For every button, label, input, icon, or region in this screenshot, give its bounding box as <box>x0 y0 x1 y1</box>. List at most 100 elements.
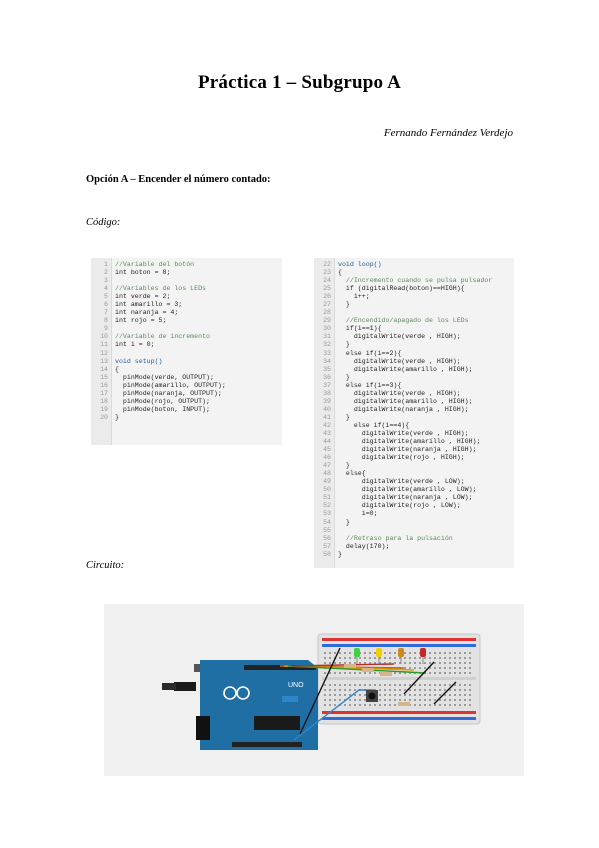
line-number: 32 <box>323 341 331 349</box>
line-number: 39 <box>323 397 331 405</box>
line-number: 48 <box>323 470 331 478</box>
line-number: 35 <box>323 365 331 373</box>
code-text: delay(170); <box>338 542 390 550</box>
line-number: 29 <box>323 317 331 325</box>
code-line: 13 void setup() <box>91 358 282 366</box>
led <box>354 648 360 664</box>
code-text: pinMode(rojo, OUTPUT); <box>115 397 210 405</box>
code-line: 20} <box>91 414 282 422</box>
line-number: 16 <box>100 381 108 389</box>
line-number: 46 <box>323 454 331 462</box>
line-number: 45 <box>323 446 331 454</box>
code-line: 32 } <box>314 341 514 349</box>
line-number: 38 <box>323 389 331 397</box>
line-number: 8 <box>104 317 108 325</box>
line-number: 50 <box>323 486 331 494</box>
line-number: 49 <box>323 478 331 486</box>
code-line: 1 //Variable del botón <box>91 261 282 269</box>
line-number: 2 <box>104 269 108 277</box>
code-line: 19 pinMode(boton, INPUT); <box>91 406 282 414</box>
code-text: digitalWrite(naranja , HIGH); <box>338 446 477 454</box>
resistors <box>344 664 410 706</box>
code-text: pinMode(boton, INPUT); <box>115 405 210 413</box>
code-text: digitalWrite(naranja , HIGH); <box>338 405 469 413</box>
led <box>420 648 426 664</box>
code-text: digitalWrite(rojo , HIGH); <box>338 454 465 462</box>
line-number: 33 <box>323 349 331 357</box>
code-line: 4 //Variables de los LEDs <box>91 285 282 293</box>
code-text: //Incremento cuando se pulsa pulsador <box>338 277 493 285</box>
line-number: 31 <box>323 333 331 341</box>
code-line: 16 pinMode(amarillo, OUTPUT); <box>91 382 282 390</box>
code-text: } <box>338 462 350 470</box>
code-text: void setup() <box>115 357 163 365</box>
code-line: 56 //Retraso para la pulsación <box>314 535 514 543</box>
line-number: 57 <box>323 542 331 550</box>
line-number: 42 <box>323 421 331 429</box>
code-line: 29 //Encendido/apagado de los LEDs <box>314 317 514 325</box>
code-line: 54 } <box>314 519 514 527</box>
line-number: 52 <box>323 502 331 510</box>
code-text: i=0; <box>338 510 378 518</box>
code-line: 12 <box>91 350 282 358</box>
line-number: 28 <box>323 309 331 317</box>
code-text: digitalWrite(amarillo , LOW); <box>338 486 477 494</box>
code-line: 52 digitalWrite(rojo , LOW); <box>314 502 514 510</box>
code-line: 24 //Incremento cuando se pulsa pulsador <box>314 277 514 285</box>
line-number: 3 <box>104 277 108 285</box>
line-number: 1 <box>104 261 108 268</box>
code-line: 10//Variable de incremento <box>91 333 282 341</box>
page-title: Práctica 1 – Subgrupo A <box>197 72 402 93</box>
code-line: 35 digitalWrite(amarillo , HIGH); <box>314 366 514 374</box>
code-line: 31 digitalWrite(verde , HIGH); <box>314 333 514 341</box>
code-text: digitalWrite(verde , HIGH); <box>338 429 469 437</box>
line-number: 40 <box>323 405 331 413</box>
line-number: 22 <box>323 261 331 268</box>
code-text: } <box>338 550 342 558</box>
line-number: 34 <box>323 357 331 365</box>
code-line: 34 digitalWrite(verde , HIGH); <box>314 358 514 366</box>
line-number: 17 <box>100 389 108 397</box>
leds <box>354 648 426 664</box>
code-line: 37 else if(i==3){ <box>314 382 514 390</box>
code-text: int i = 0; <box>115 341 155 349</box>
code-line: 40 digitalWrite(naranja , HIGH); <box>314 406 514 414</box>
line-number: 55 <box>323 526 331 534</box>
line-number: 30 <box>323 325 331 333</box>
line-number: 4 <box>104 285 108 293</box>
code-text: } <box>338 341 350 349</box>
code-text: if (digitalRead(boton)==HIGH){ <box>338 285 465 293</box>
code-text: //Variable del botón <box>115 261 195 268</box>
line-number: 54 <box>323 518 331 526</box>
code-text: digitalWrite(rojo , LOW); <box>338 502 461 510</box>
line-number: 6 <box>104 301 108 309</box>
board-label: UNO <box>288 682 304 689</box>
code-line: 17 pinMode(naranja, OUTPUT); <box>91 390 282 398</box>
code-line: 9 <box>91 325 282 333</box>
code-line: 15 pinMode(verde, OUTPUT); <box>91 374 282 382</box>
code-line: 26 i++; <box>314 293 514 301</box>
code-line: 27 } <box>314 301 514 309</box>
code-text: digitalWrite(verde , LOW); <box>338 478 465 486</box>
code-line: 14{ <box>91 366 282 374</box>
line-number-gutter <box>91 258 112 445</box>
line-number: 13 <box>100 357 108 365</box>
line-number: 10 <box>100 333 108 341</box>
line-number: 12 <box>100 349 108 357</box>
line-number: 15 <box>100 373 108 381</box>
code-line: 45 digitalWrite(naranja , HIGH); <box>314 446 514 454</box>
code-line: 25 if (digitalRead(boton)==HIGH){ <box>314 285 514 293</box>
code-text: } <box>338 518 350 526</box>
line-number: 53 <box>323 510 331 518</box>
code-line: 51 digitalWrite(naranja , LOW); <box>314 494 514 502</box>
code-text: } <box>338 373 350 381</box>
code-text: int verde = 2; <box>115 293 171 301</box>
code-line: 49 digitalWrite(verde , LOW); <box>314 478 514 486</box>
code-line: 48 else{ <box>314 470 514 478</box>
line-number: 9 <box>104 325 108 333</box>
code-text: //Variables de los LEDs <box>115 285 207 293</box>
